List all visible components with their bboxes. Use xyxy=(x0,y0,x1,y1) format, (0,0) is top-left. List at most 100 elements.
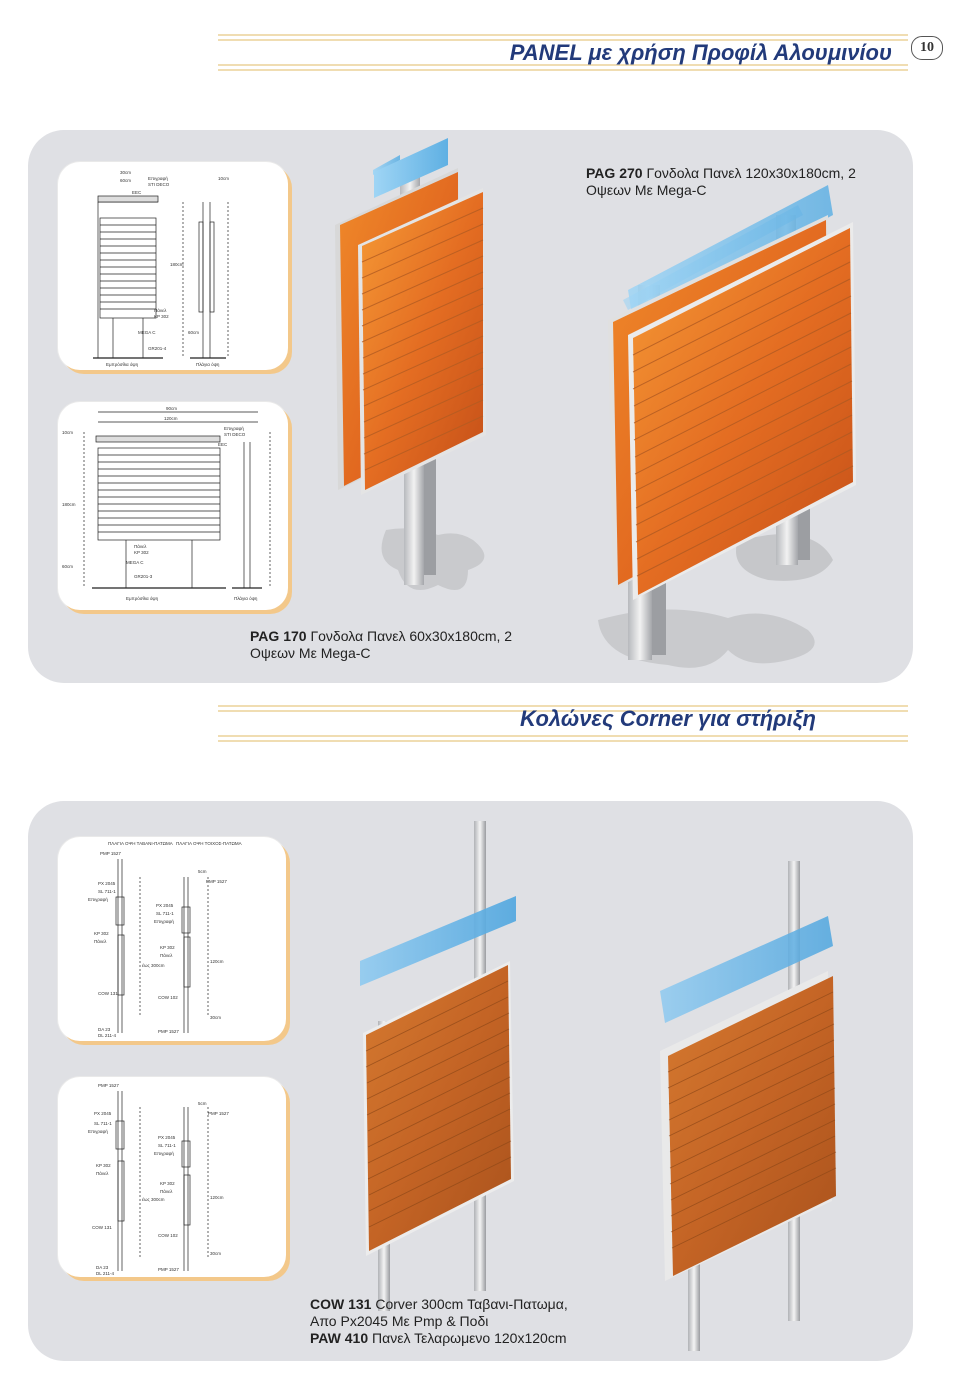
dim-label: 30cm xyxy=(120,170,131,175)
part-label: DL 211-4 xyxy=(96,1271,115,1276)
part-label: COW 102 xyxy=(158,1233,178,1238)
product-desc-3: Πανελ Τελαρωμενο 120x120cm xyxy=(372,1330,567,1346)
product-desc-2: Οψεων Με Mega-C xyxy=(586,182,707,198)
dim-label: 5cm xyxy=(198,1101,207,1106)
dim-label: 90cm xyxy=(166,406,177,411)
product-desc: Γονδολα Πανελ 120x30x180cm, 2 xyxy=(646,165,856,181)
section-rule-lines xyxy=(218,705,908,742)
technical-drawing-cow-1: ΠΛΑΓΙΑ ΟΨΗ ΤΑΒΑΝΙ-ΠΑΤΩΜΑ ΠΛΑΓΙΑ ΟΨΗ ΤΟΙΧ… xyxy=(58,837,286,1041)
dim-label: 30cm xyxy=(210,1251,221,1256)
eec-label: EEC xyxy=(132,190,142,195)
head-label: ΠΛΑΓΙΑ ΟΨΗ ΤΑΒΑΝΙ-ΠΑΤΩΜΑ xyxy=(108,841,173,846)
panel-label: Πάνελ xyxy=(160,952,173,958)
dim-label: 180cm xyxy=(62,502,76,507)
part-label: PMP 1527 xyxy=(98,1083,119,1088)
head-label: ΠΛΑΓΙΑ ΟΨΗ ΤΟΙΧΟΣ-ΠΑΤΩΜΑ xyxy=(176,841,242,846)
part-label: PX 2045 xyxy=(94,1111,112,1116)
product-panel-cow: ΠΛΑΓΙΑ ΟΨΗ ΤΑΒΑΝΙ-ΠΑΤΩΜΑ ΠΛΑΓΙΑ ΟΨΗ ΤΟΙΧ… xyxy=(28,801,913,1361)
part-label: KP 302 xyxy=(160,1181,175,1186)
part-label: MEGA C xyxy=(138,330,156,335)
product-code: PAG 170 xyxy=(250,628,307,644)
part-label: PX 2045 xyxy=(158,1135,176,1140)
drawing-lines: 30cm 60cm Επιγραφή STI DECO EEC 10cm 180… xyxy=(93,170,229,367)
part-label: PX 2045 xyxy=(156,903,174,908)
dim-label: 120cm xyxy=(210,1195,224,1200)
part-label: PMP 1527 xyxy=(100,851,121,856)
panel-label: Πάνελ xyxy=(134,543,147,549)
dim-label: 60cm xyxy=(120,178,131,183)
part-label: SL 711-1 xyxy=(94,1121,112,1126)
part-label: DL 211-4 xyxy=(98,1033,117,1038)
page-number: 10 xyxy=(911,36,943,60)
dim-label: 180cm xyxy=(170,262,184,267)
panel-label: Πάνελ xyxy=(160,1188,173,1194)
view-label: Εμπρόσθια όψη xyxy=(106,361,139,367)
dim-label: έως 300cm xyxy=(142,1196,165,1202)
part-label: PX 2045 xyxy=(98,881,116,886)
technical-drawing-pag270: 30cm 60cm Επιγραφή STI DECO EEC 10cm 180… xyxy=(58,162,288,370)
dim-label: 120cm xyxy=(164,416,178,421)
drawing-lines: 90cm 120cm Επιγραφή STI DECO EEC 10cm 18… xyxy=(62,406,271,601)
sign-label: Επιγραφή xyxy=(224,425,244,431)
part-label: MEGA C xyxy=(126,560,144,565)
product-code: PAG 270 xyxy=(586,165,643,181)
sign-label: STI DECO xyxy=(148,182,170,187)
product-code: COW 131 xyxy=(310,1296,372,1312)
sign-label: Επιγραφή xyxy=(154,1150,174,1156)
sign-label: Επιγραφή xyxy=(154,918,174,924)
panel-label: Πάνελ xyxy=(94,938,107,944)
dim-label: 60cm xyxy=(62,564,73,569)
part-label: PMP 1527 xyxy=(206,879,227,884)
view-label: Εμπρόσθια όψη xyxy=(126,595,159,601)
part-label: PMP 1527 xyxy=(208,1111,229,1116)
part-label: DA 23 xyxy=(96,1265,109,1270)
sign-label: Επιγραφή xyxy=(88,896,108,902)
part-label: GR201-3 xyxy=(134,574,153,579)
part-label: COW 102 xyxy=(158,995,178,1000)
dim-label: 10cm xyxy=(218,176,229,181)
header-rule-lines xyxy=(218,34,908,71)
dim-label: 5cm xyxy=(198,869,207,874)
part-label: KP 302 xyxy=(96,1163,111,1168)
part-label: SL 711-1 xyxy=(158,1143,176,1148)
product-desc-2: Οψεων Με Mega-C xyxy=(250,645,371,661)
product-panel-pag: 30cm 60cm Επιγραφή STI DECO EEC 10cm 180… xyxy=(28,130,913,683)
part-label: PMP 1527 xyxy=(158,1029,179,1034)
part-label: KP 302 xyxy=(154,314,169,319)
part-label: KP 302 xyxy=(160,945,175,950)
part-label: PMP 1527 xyxy=(158,1267,179,1272)
eec-label: EEC xyxy=(218,442,228,447)
view-label: Πλάγια όψη xyxy=(196,361,220,367)
page-title: PANEL με χρήση Προφίλ Αλουμινίου xyxy=(509,40,892,65)
panel-label: Πάνελ xyxy=(154,307,167,313)
sign-label: STI DECO xyxy=(224,432,246,437)
technical-drawing-cow-2: PMP 1527 PMP 1527 PX 2045 SL 711-1 Επιγρ… xyxy=(58,1077,286,1277)
part-label: KP 302 xyxy=(134,550,149,555)
view-label: Πλάγια όψη xyxy=(234,595,258,601)
part-label: COW 131 xyxy=(98,991,118,996)
dim-label: 30cm xyxy=(210,1015,221,1020)
panel-label: Πάνελ xyxy=(96,1170,109,1176)
part-label: COW 131 xyxy=(92,1225,112,1230)
product-desc: Γονδολα Πανελ 60x30x180cm, 2 xyxy=(310,628,513,644)
part-label: KP 302 xyxy=(94,931,109,936)
sign-label: Επιγραφή xyxy=(88,1128,108,1134)
product-desc-2: Απο Px2045 Με Pmp & Ποδι xyxy=(310,1313,489,1329)
technical-drawing-pag170: 90cm 120cm Επιγραφή STI DECO EEC 10cm 18… xyxy=(58,402,288,610)
caption-cow131-paw410: COW 131 Corver 300cm Ταβανι-Πατωμα, Απο … xyxy=(310,1296,640,1347)
part-label: GR201-4 xyxy=(148,346,167,351)
section-title: Κολώνες Corner για στήριξη xyxy=(520,706,816,731)
drawing-lines: ΠΛΑΓΙΑ ΟΨΗ ΤΑΒΑΝΙ-ΠΑΤΩΜΑ ΠΛΑΓΙΑ ΟΨΗ ΤΟΙΧ… xyxy=(88,841,242,1038)
gondola-panel-illustration xyxy=(335,138,856,668)
drawing-lines: PMP 1527 PMP 1527 PX 2045 SL 711-1 Επιγρ… xyxy=(88,1083,229,1276)
part-label: SL 711-1 xyxy=(156,911,174,916)
dim-label: 60cm xyxy=(188,330,199,335)
caption-pag170: PAG 170 Γονδολα Πανελ 60x30x180cm, 2 Οψε… xyxy=(250,628,580,662)
part-label: SL 711-1 xyxy=(98,889,116,894)
corner-column-illustration xyxy=(360,821,837,1351)
dim-label: έως 300cm xyxy=(142,962,165,968)
part-label: DA 23 xyxy=(98,1027,111,1032)
product-desc: Corver 300cm Ταβανι-Πατωμα, xyxy=(375,1296,568,1312)
product-code: PAW 410 xyxy=(310,1330,369,1346)
caption-pag270: PAG 270 Γονδολα Πανελ 120x30x180cm, 2 Οψ… xyxy=(586,165,906,199)
